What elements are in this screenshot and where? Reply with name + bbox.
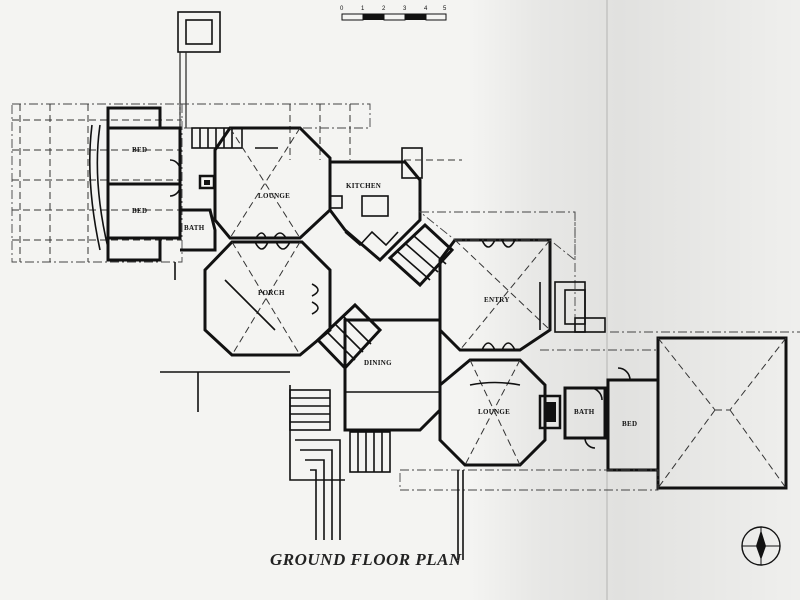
entry-outline — [418, 211, 576, 352]
scale-tick-1: 1 — [361, 6, 365, 12]
room-label-lounge-1: LOUNGE — [258, 192, 290, 200]
lounge-1-outline — [191, 126, 332, 240]
room-label-kitchen: KITCHEN — [346, 182, 381, 190]
flue-stack — [177, 11, 221, 128]
south-deck — [160, 262, 659, 560]
scale-tick-0: 0 — [340, 6, 344, 12]
room-label-bed-2: BED — [132, 207, 147, 215]
scale-tick-3: 3 — [403, 6, 407, 12]
room-label-bed-1: BED — [132, 146, 147, 154]
room-label-entry: ENTRY — [484, 296, 510, 304]
room-label-porch: PORCH — [258, 289, 285, 297]
north-arrow-icon — [741, 526, 781, 566]
bath-1-outline — [180, 174, 217, 252]
room-label-dining: DINING — [364, 359, 392, 367]
dining-outline — [343, 318, 442, 432]
left-pergola — [11, 103, 183, 263]
bedroom-wing — [106, 106, 182, 262]
scale-bar: 0 1 2 3 4 5 — [340, 6, 447, 21]
room-label-lounge-2: LOUNGE — [478, 408, 510, 416]
plan-title: GROUND FLOOR PLAN — [270, 550, 462, 569]
lounge-2-outline — [438, 358, 562, 467]
kitchen-outline — [328, 147, 462, 263]
scale-tick-2: 2 — [382, 6, 386, 12]
paper-shading — [470, 0, 800, 600]
diagonal-stair — [315, 222, 455, 371]
garage-outline — [540, 331, 800, 490]
room-label-bath-2: BATH — [574, 408, 595, 416]
east-steps — [539, 281, 606, 333]
paper-fold-line — [606, 0, 608, 600]
scale-tick-4: 4 — [424, 6, 428, 12]
room-label-bath-1: BATH — [184, 224, 205, 232]
scale-tick-5: 5 — [443, 6, 447, 12]
bed-3-outline — [606, 367, 660, 472]
room-label-bed-3: BED — [622, 420, 637, 428]
porch-outline — [203, 240, 332, 357]
bath-2-outline — [563, 386, 607, 449]
